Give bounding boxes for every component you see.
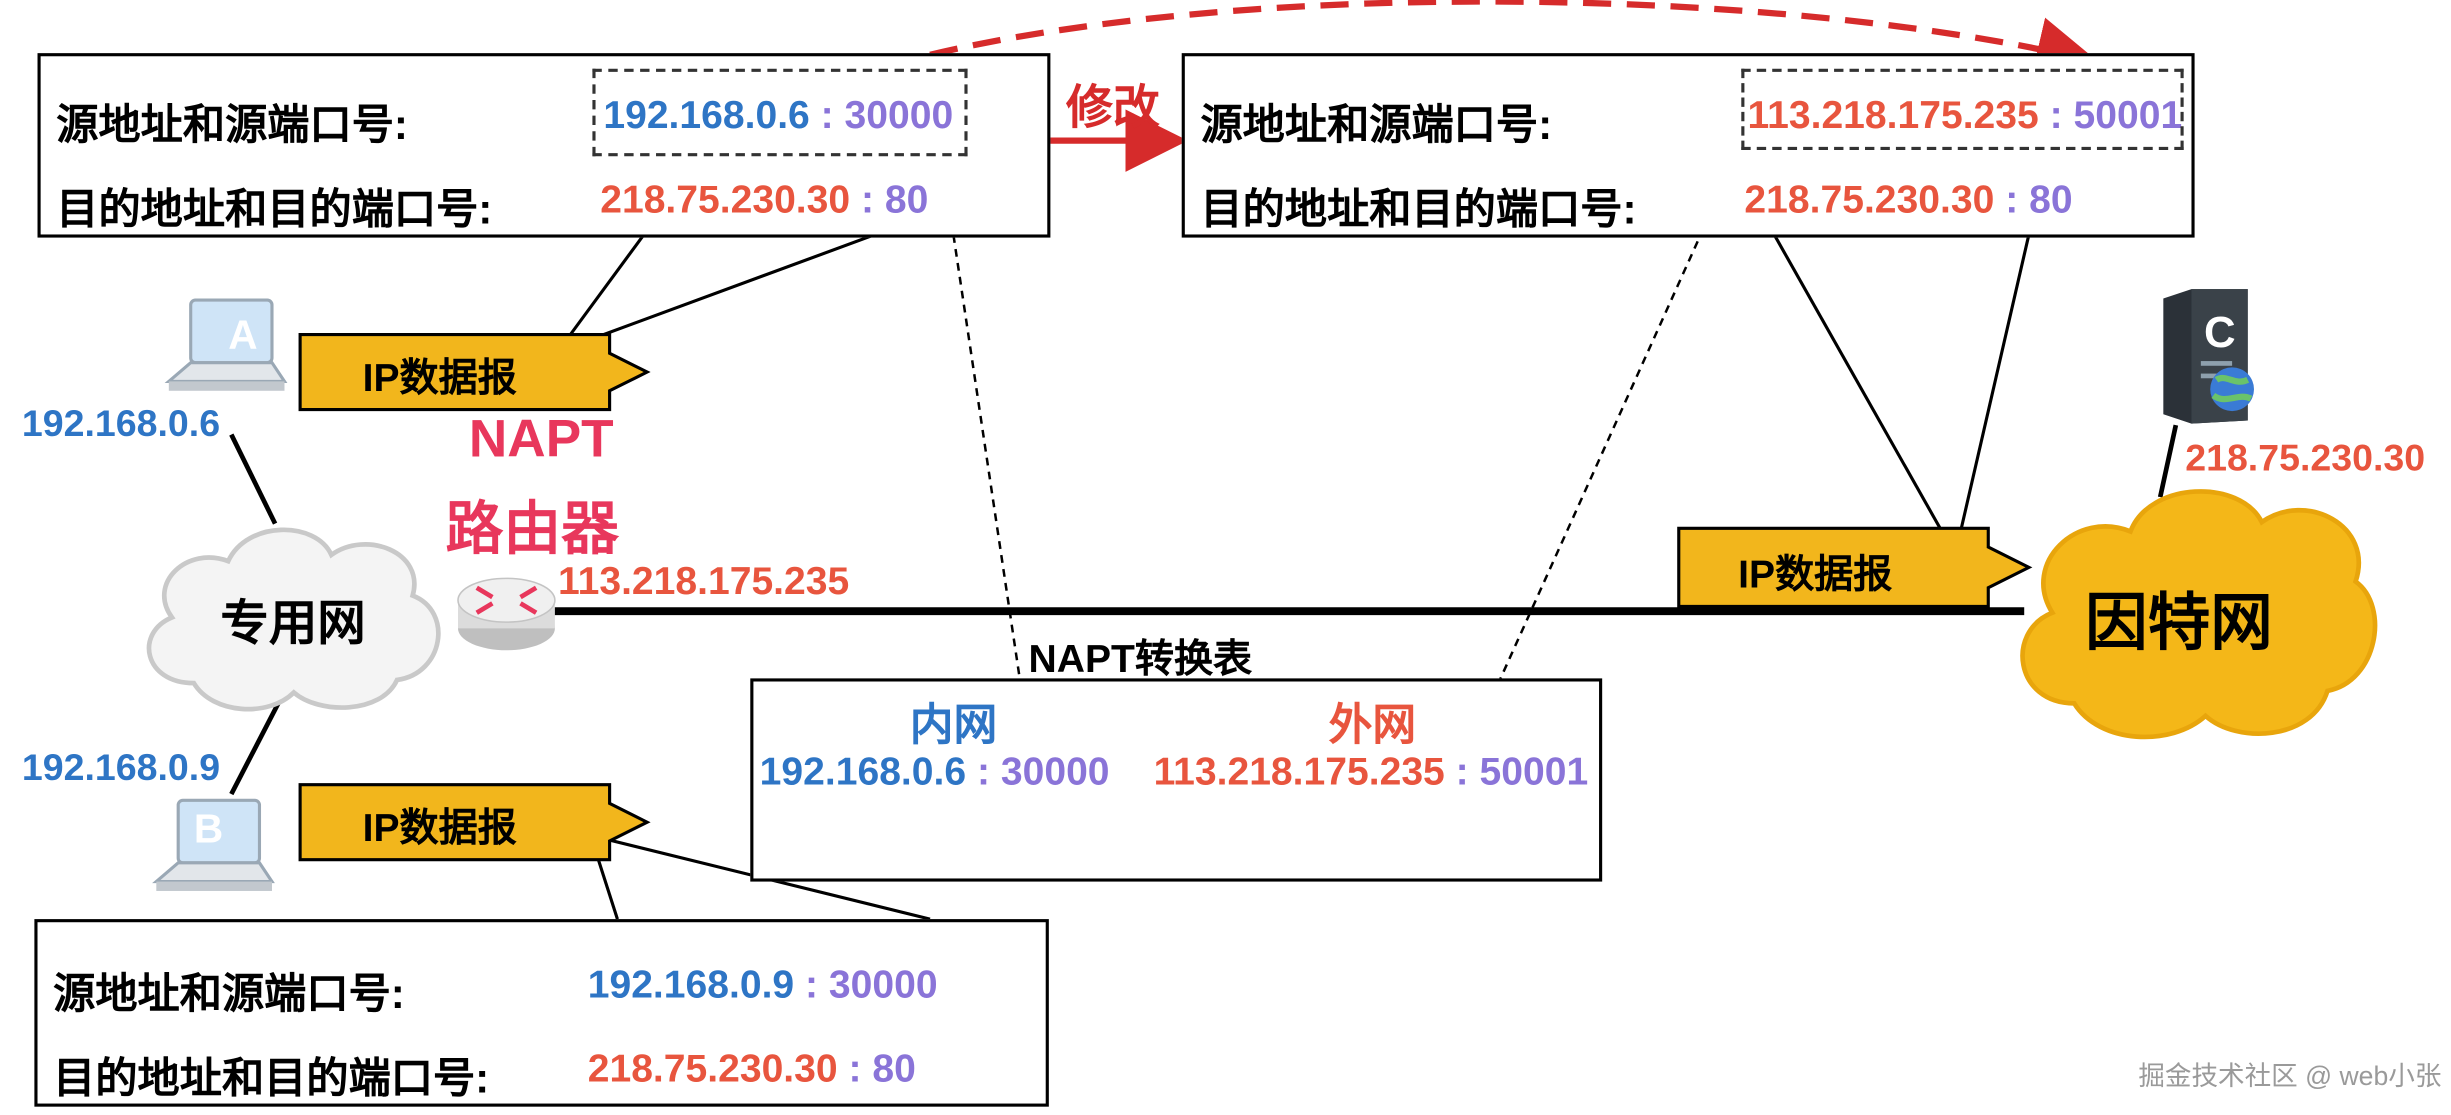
outer-ip: 113.218.175.235 [1153, 750, 1445, 795]
dst-address: 218.75.230.30 : 80 [587, 1047, 916, 1092]
laptop-b-icon [152, 798, 275, 891]
napt-table: 内网 外网 192.168.0.6 : 30000 113.218.175.23… [750, 678, 1603, 882]
src-port: 30000 [828, 962, 938, 1007]
host-c-label: C [2203, 307, 2236, 357]
outer-port: 50001 [1479, 750, 1589, 795]
src-port: 50001 [2073, 93, 2183, 138]
napt-label: NAPT [468, 409, 614, 469]
dst-ip: 218.75.230.30 [1744, 178, 1995, 222]
outer-address: 113.218.175.235 : 50001 [1153, 750, 1589, 795]
src-ip: 192.168.0.6 [603, 93, 810, 138]
datagram-arrow-b [298, 783, 651, 862]
src-label: 源地址和源端口号: [56, 101, 408, 149]
router-icon [457, 577, 556, 651]
dst-port: 80 [884, 178, 929, 222]
private-network-cloud-icon [146, 527, 441, 712]
dst-address: 218.75.230.30 : 80 [600, 178, 929, 222]
datagram-label-a: IP数据报 [362, 356, 517, 401]
datagram-header-a: 源地址和源端口号: 目的地址和目的端口号: 192.168.0.6 : 3000… [37, 53, 1051, 238]
dst-label: 目的地址和目的端口号: [53, 1055, 490, 1102]
datagram-arrow-a [298, 332, 651, 412]
src-port: 30000 [844, 93, 954, 138]
datagram-label-internet: IP数据报 [1738, 553, 1893, 598]
dst-ip: 218.75.230.30 [587, 1047, 838, 1092]
server-c-icon [2163, 289, 2254, 424]
src-ip: 113.218.175.235 [1747, 93, 2039, 138]
src-highlight [592, 68, 968, 157]
dst-label: 目的地址和目的端口号: [56, 186, 493, 233]
private-network-label: 专用网 [220, 595, 366, 651]
dst-ip: 218.75.230.30 [600, 178, 851, 222]
internet-cloud-icon [2020, 489, 2378, 740]
inner-ip: 192.168.0.6 [759, 750, 967, 795]
modify-label: 修改 [1066, 82, 1160, 135]
modify-curve-arrow [886, 0, 2099, 79]
src-ip: 192.168.0.9 [587, 962, 795, 1007]
host-a-label: A [228, 311, 258, 358]
table-title: NAPT转换表 [1028, 637, 1253, 682]
src-address: 113.218.175.235 : 50001 [1747, 93, 2183, 138]
src-label: 源地址和源端口号: [53, 970, 405, 1018]
datagram-label-b: IP数据报 [362, 806, 517, 851]
router-ip: 113.218.175.235 [558, 559, 850, 604]
dst-label: 目的地址和目的端口号: [1200, 186, 1637, 233]
dst-address: 218.75.230.30 : 80 [1744, 178, 2073, 222]
dst-port: 80 [872, 1047, 916, 1092]
router-label: 路由器 [445, 497, 619, 562]
host-a-ip: 192.168.0.6 [21, 403, 221, 446]
datagram-arrow-internet [1677, 526, 2033, 609]
host-b-ip: 192.168.0.9 [21, 747, 221, 790]
dst-port: 80 [2029, 178, 2073, 222]
inner-port: 30000 [1000, 750, 1110, 795]
host-b-label: B [193, 804, 224, 852]
inner-header: 内网 [909, 700, 998, 749]
host-c-ip: 218.75.230.30 [2185, 437, 2426, 480]
datagram-header-b: 源地址和源端口号: 目的地址和目的端口号: 192.168.0.9 : 3000… [34, 919, 1049, 1107]
inner-address: 192.168.0.6 : 30000 [759, 750, 1110, 795]
datagram-header-modified: 源地址和源端口号: 目的地址和目的端口号: 113.218.175.235 : … [1181, 53, 2195, 238]
src-address: 192.168.0.6 : 30000 [603, 93, 954, 138]
internet-label: 因特网 [2085, 589, 2273, 659]
laptop-a-icon [164, 298, 288, 391]
src-label: 源地址和源端口号: [1200, 101, 1553, 149]
src-address: 192.168.0.9 : 30000 [587, 962, 938, 1007]
watermark: 掘金技术社区 @ web小张 [2138, 1061, 2442, 1092]
src-highlight-modified [1741, 68, 2184, 151]
outer-header: 外网 [1328, 700, 1417, 749]
